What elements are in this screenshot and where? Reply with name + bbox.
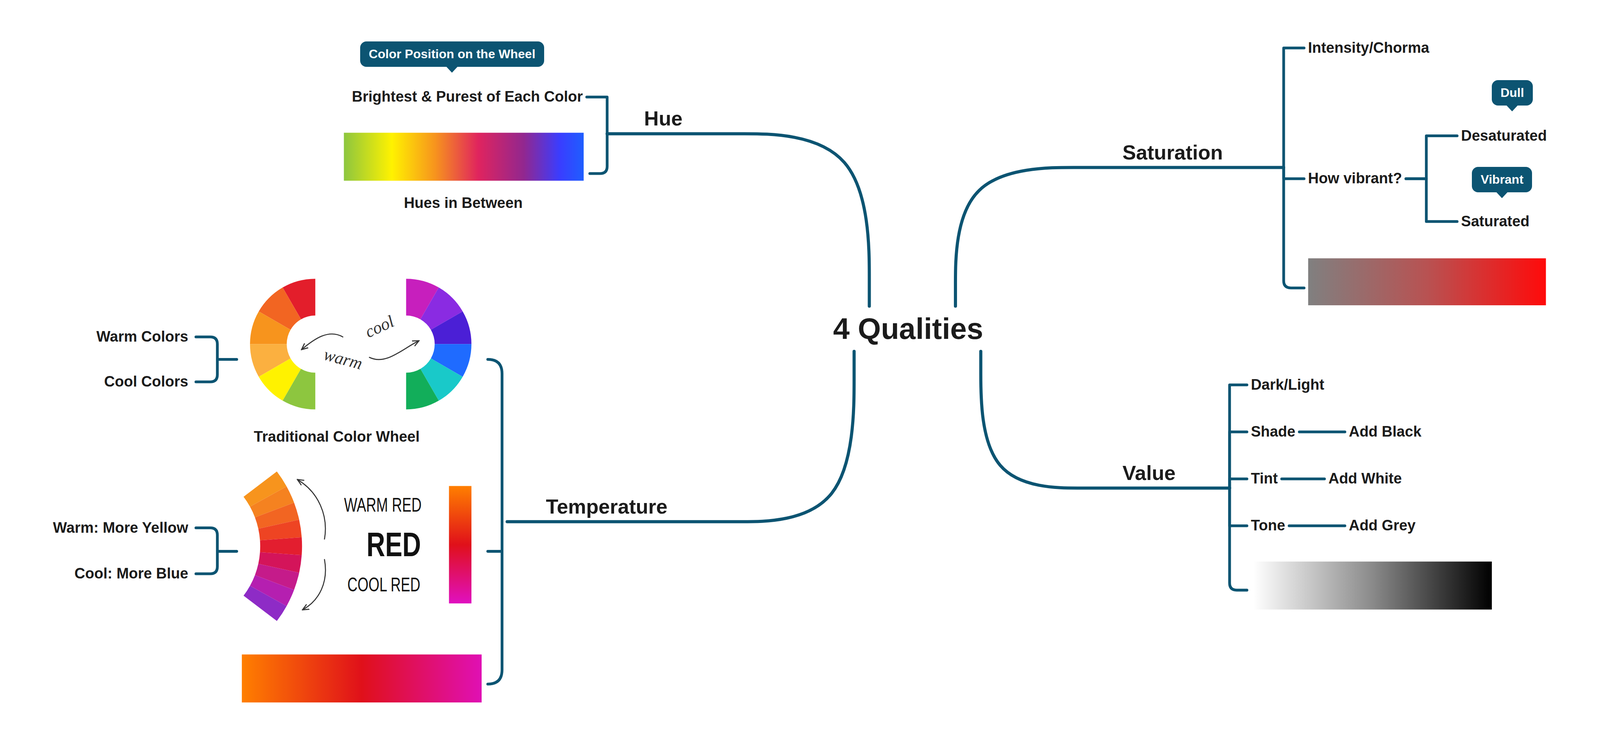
handwritten-note: warm [319,343,367,375]
branch-connector [507,351,854,522]
curved-arrow [369,340,419,359]
callout-bubble: Dull [1491,80,1533,106]
topic-item: Tone [1246,515,1290,536]
swatch-label: RED [365,523,423,565]
bracket-connector [1289,524,1345,527]
callout-bubble: Vibrant [1471,166,1533,193]
bracket [1229,487,1247,590]
node-text: Hue [644,107,683,131]
node-text: Shade [1250,423,1296,441]
bracket [196,336,237,382]
topic-item: Tint [1246,468,1282,489]
curved-arrow [298,479,326,540]
node-text: Add Black [1348,423,1422,441]
swatch-label: COOL RED [346,572,422,597]
node-text: Intensity/Chorma [1307,39,1429,57]
text-label: Warm: More Yellow [51,518,190,538]
topic-item: Saturated [1457,211,1534,232]
node-text: Tint [1250,469,1278,488]
node-text: How vibrant? [1307,169,1402,188]
wheel-segment [250,311,291,345]
topic-item: Add White [1324,468,1406,489]
topic-item: Desaturated [1457,125,1551,147]
wheel-segment [430,311,472,345]
text-label: Traditional Color Wheel [252,427,422,447]
branch-topic: Saturation [1096,141,1284,168]
node-text: Add Grey [1348,516,1416,534]
branch-connector [607,133,870,306]
branch-topic: Hue [607,107,720,134]
central-topic: 4 Qualities [823,305,993,352]
bracket-connector [1229,487,1247,526]
node-text: Brightest & Purest of Each Color [351,88,583,106]
handwritten-note: cool [360,309,399,343]
bracket-connector [1281,477,1325,481]
bracket-connector [1299,430,1345,433]
hue-gradient-bar [343,132,584,181]
topic-item: Add Black [1344,421,1426,442]
node-text: Temperature [546,494,668,519]
wheel-segment [282,368,316,410]
topic-item: Intensity/Chorma [1303,37,1433,59]
bracket-connector [1283,48,1304,168]
node-text: Dark/Light [1250,376,1325,394]
node-text: Vibrant [1480,172,1524,187]
saturation-gradient-bar [1308,258,1547,306]
topic-item: Shade [1246,421,1300,442]
node-text: 4 Qualities [833,312,984,345]
bracket-connector [1405,178,1458,222]
node-text: Desaturated [1460,127,1547,145]
bracket-connector [1283,167,1304,179]
callout-bubble: Color Position on the Wheel [360,41,545,67]
color-wheel [250,278,472,409]
node-text: Value [1122,461,1176,485]
bracket [196,527,237,574]
wheel-segment [243,585,287,621]
value-gradient-bar [1253,561,1492,610]
red-wheel-section [243,471,303,621]
text-label: Warm Colors [94,327,190,347]
branch-topic: Value [1096,461,1230,488]
bracket-connector [1229,431,1247,488]
topic-item: Add Grey [1344,515,1420,536]
node-text: Saturated [1460,212,1530,231]
bracket [1283,167,1304,288]
topic-item: How vibrant? [1303,168,1406,189]
bracket-connector [586,96,608,134]
wheel-segment [260,537,303,556]
node-text: Saturation [1122,141,1223,165]
branch-topic: Temperature [507,494,720,522]
bracket [589,133,608,174]
bracket-connector [1405,135,1458,179]
bracket-connector [1229,384,1247,488]
topic-item: Dark/Light [1246,374,1329,395]
text-label: Cool: More Blue [73,564,190,583]
temperature-gradient-bar [241,653,482,702]
node-text: Dull [1500,85,1524,100]
node-text: Add White [1328,469,1402,488]
node-text: Color Position on the Wheel [368,46,536,62]
topic-item: Brightest & Purest of Each Color [348,86,587,108]
node-text: Tone [1250,516,1286,534]
branch-connector [980,351,1230,488]
swatch-label: WARM RED [342,492,423,518]
wheel-segment [258,519,302,541]
text-label: Hues in Between [402,193,525,213]
red-gradient-strip [448,485,472,603]
text-label: Cool Colors [102,372,190,392]
curved-arrow [303,559,326,610]
wheel-segment [406,368,440,410]
branch-connector [955,167,1284,306]
bracket [487,359,503,684]
bracket-connector [1229,478,1247,488]
